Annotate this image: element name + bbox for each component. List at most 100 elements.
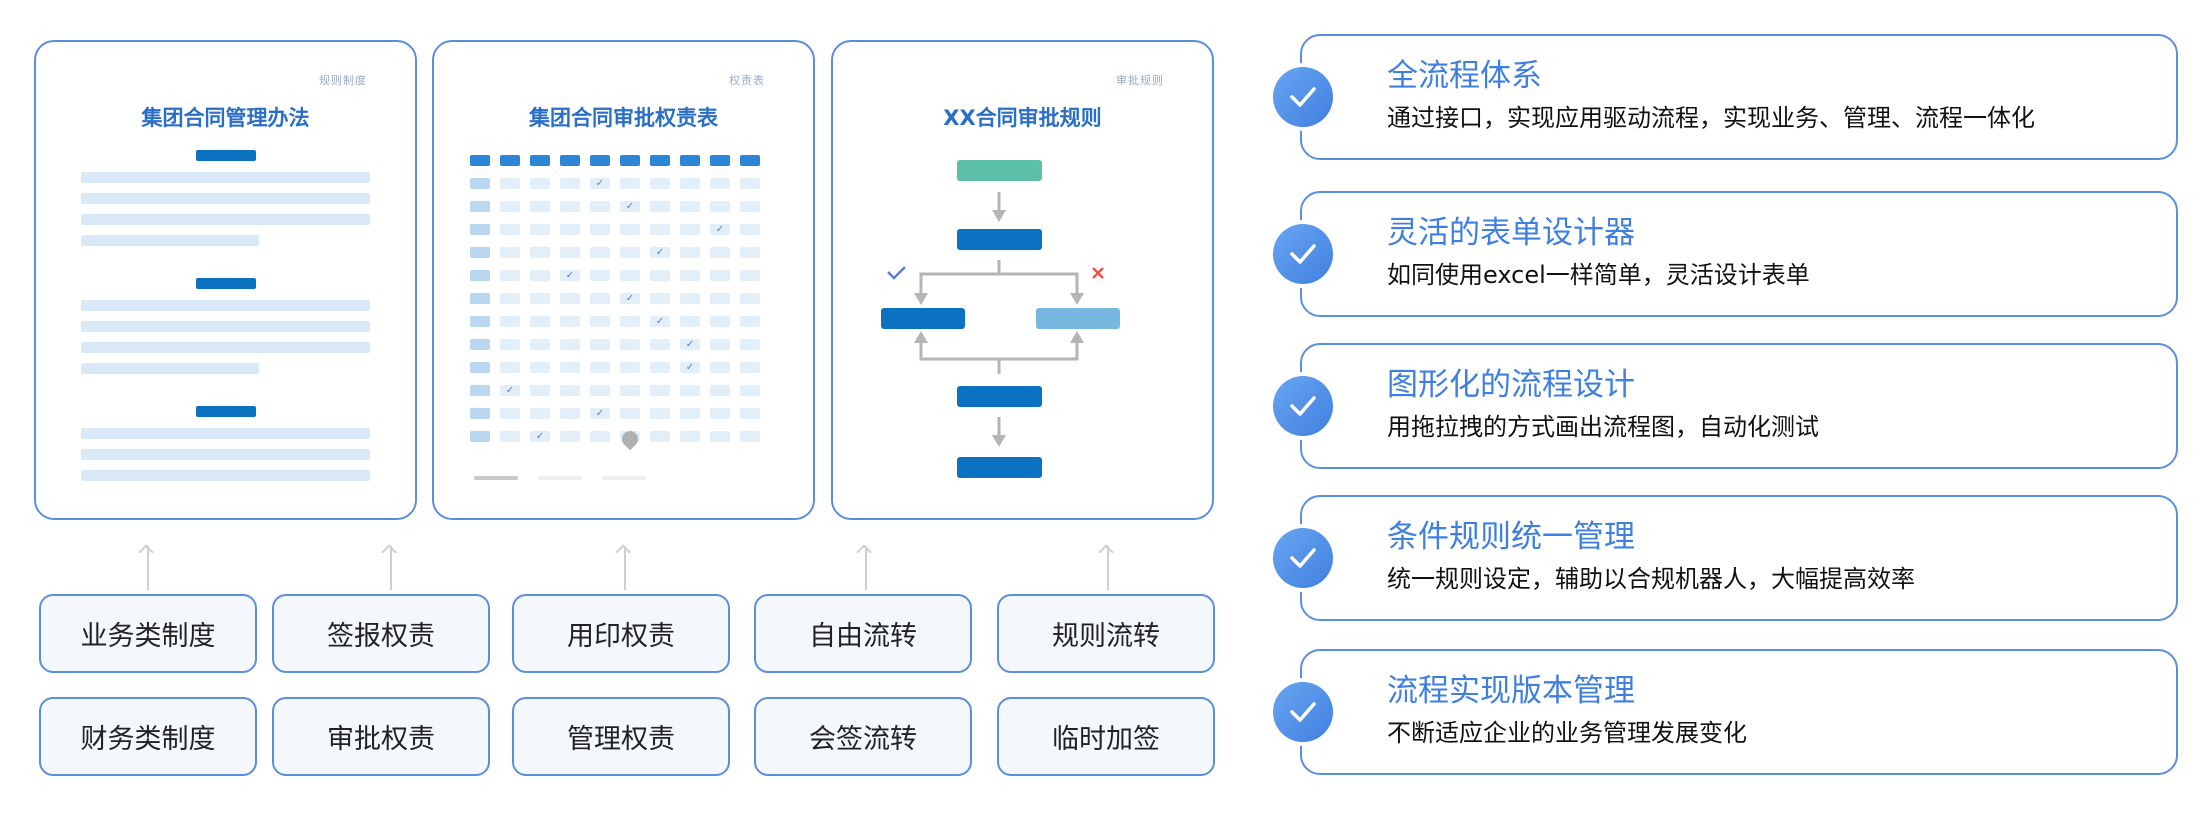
grid-cell xyxy=(740,316,760,327)
text-line xyxy=(81,470,370,481)
grid-cell xyxy=(620,201,640,212)
grid-cell xyxy=(590,293,610,304)
category-button[interactable]: 会签流转 xyxy=(754,697,972,776)
grid-cell xyxy=(560,293,580,304)
grid-cell xyxy=(740,270,760,281)
check-icon: ✓ xyxy=(685,339,695,350)
grid-cell xyxy=(590,178,610,189)
grid-cell xyxy=(710,408,730,419)
grid-header-cell xyxy=(710,155,730,166)
grid-cell xyxy=(680,293,700,304)
grid-cell xyxy=(560,178,580,189)
grid-cell xyxy=(680,431,700,442)
grid-header-cell xyxy=(560,155,580,166)
grid-cell xyxy=(650,408,670,419)
category-button[interactable]: 业务类制度 xyxy=(39,594,257,673)
grid-cell xyxy=(740,362,760,373)
check-icon: ✓ xyxy=(535,431,545,442)
feature-card: 流程实现版本管理不断适应企业的业务管理发展变化 xyxy=(1273,649,2178,775)
grid-cell xyxy=(500,224,520,235)
grid-cell xyxy=(590,224,610,235)
grid-cell xyxy=(650,362,670,373)
panel-contract-rules: 规则制度 集团合同管理办法 xyxy=(34,40,417,520)
grid-cell xyxy=(710,224,730,235)
grid-cell xyxy=(560,362,580,373)
flow-start-node xyxy=(957,160,1042,181)
grid-cell xyxy=(680,385,700,396)
text-line xyxy=(81,449,370,460)
grid-cell xyxy=(590,431,610,442)
grid-cell xyxy=(680,270,700,281)
grid-cell xyxy=(650,201,670,212)
grid-cell xyxy=(740,408,760,419)
grid-cell xyxy=(500,339,520,350)
grid-cell xyxy=(650,178,670,189)
check-icon: ✓ xyxy=(715,224,725,235)
feature-title: 灵活的表单设计器 xyxy=(1387,215,1635,251)
grid-cell xyxy=(500,385,520,396)
grid-cell xyxy=(590,270,610,281)
grid-header-cell xyxy=(470,155,490,166)
grid-cell xyxy=(560,224,580,235)
arrow-up-icon xyxy=(856,544,872,590)
grid-cell xyxy=(740,178,760,189)
grid-cell xyxy=(620,408,640,419)
text-line xyxy=(81,321,370,332)
grid-cell xyxy=(500,178,520,189)
category-button[interactable]: 规则流转 xyxy=(997,594,1215,673)
feature-description: 用拖拉拽的方式画出流程图，自动化测试 xyxy=(1387,413,1819,441)
grid-cell xyxy=(650,224,670,235)
text-line xyxy=(81,300,370,311)
arrow-up-icon xyxy=(381,544,397,590)
section-heading-bar xyxy=(195,406,256,417)
grid-cell xyxy=(530,224,550,235)
grid-cell xyxy=(560,408,580,419)
grid-cell xyxy=(590,201,610,212)
category-button[interactable]: 审批权责 xyxy=(272,697,490,776)
section-heading-bar xyxy=(195,150,256,161)
grid-cell xyxy=(560,339,580,350)
grid-header-cell xyxy=(500,155,520,166)
category-button[interactable]: 用印权责 xyxy=(512,594,730,673)
grid-row-header xyxy=(470,431,490,442)
category-button[interactable]: 管理权责 xyxy=(512,697,730,776)
grid-cell xyxy=(530,362,550,373)
check-circle-icon xyxy=(1273,224,1333,284)
category-button[interactable]: 财务类制度 xyxy=(39,697,257,776)
feature-description: 统一规则设定，辅助以合规机器人，大幅提高效率 xyxy=(1387,565,1915,593)
grid-cell xyxy=(620,362,640,373)
check-circle-icon xyxy=(1273,376,1333,436)
grid-cell xyxy=(500,408,520,419)
grid-cell xyxy=(740,224,760,235)
grid-cell xyxy=(530,293,550,304)
check-icon: ✓ xyxy=(565,270,575,281)
panel-approval-rules: 审批规则 XX合同审批规则 xyxy=(831,40,1214,520)
grid-cell xyxy=(710,270,730,281)
feature-card: 条件规则统一管理统一规则设定，辅助以合规机器人，大幅提高效率 xyxy=(1273,495,2178,621)
category-button[interactable]: 签报权责 xyxy=(272,594,490,673)
grid-cell xyxy=(620,270,640,281)
grid-header-cell xyxy=(680,155,700,166)
grid-cell xyxy=(530,339,550,350)
grid-cell xyxy=(680,224,700,235)
flow-end-node xyxy=(957,457,1042,478)
flow-node-reject xyxy=(1036,308,1120,329)
grid-row-header xyxy=(470,293,490,304)
grid-cell xyxy=(560,270,580,281)
check-icon: ✓ xyxy=(595,178,605,189)
grid-cell xyxy=(500,293,520,304)
flow-node xyxy=(957,229,1042,250)
category-button[interactable]: 自由流转 xyxy=(754,594,972,673)
grid-row-header xyxy=(470,247,490,258)
grid-cell xyxy=(710,362,730,373)
grid-cell xyxy=(620,247,640,258)
category-button[interactable]: 临时加签 xyxy=(997,697,1215,776)
feature-title: 流程实现版本管理 xyxy=(1387,673,1635,709)
check-circle-icon xyxy=(1273,528,1333,588)
feature-title: 全流程体系 xyxy=(1387,58,1542,94)
panel-authority-table: 权责表 集团合同审批权责表 ✓✓✓✓✓✓✓✓✓✓✓✓ xyxy=(432,40,815,520)
grid-cell xyxy=(560,247,580,258)
grid-cell xyxy=(650,339,670,350)
grid-cell xyxy=(530,316,550,327)
grid-cell xyxy=(530,431,550,442)
